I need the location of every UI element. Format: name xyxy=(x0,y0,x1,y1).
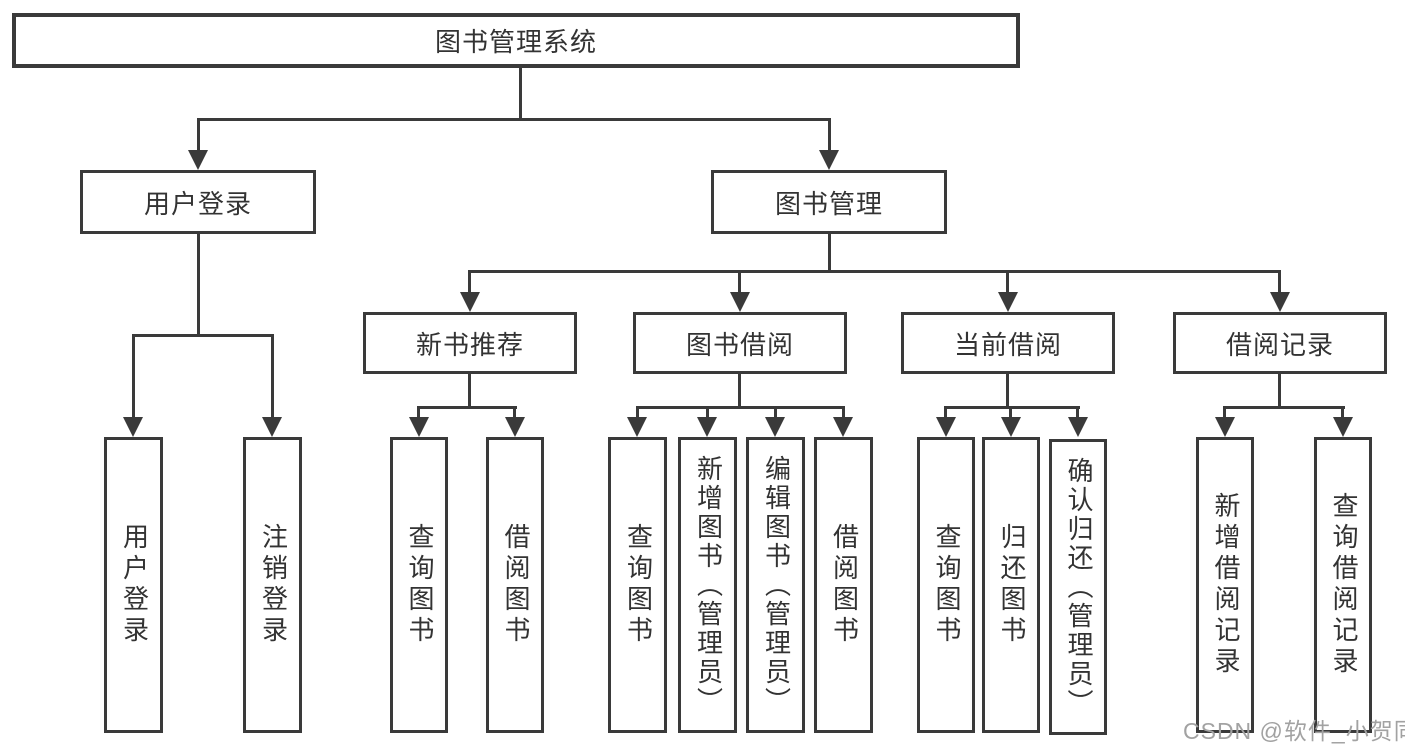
leaf-confirm-return-admin: 确认归还（管理员） xyxy=(1049,439,1107,735)
node-book-management: 图书管理 xyxy=(711,170,947,234)
leaf-label: 查询借阅记录 xyxy=(1328,492,1359,678)
connector-root-bar xyxy=(197,118,831,121)
arrowhead-down-icon xyxy=(998,292,1018,312)
leaf-label: 新增图书（管理员） xyxy=(693,454,724,716)
connector-group-bar xyxy=(417,406,517,409)
node-root-book-management-system: 图书管理系统 xyxy=(12,13,1020,68)
leaf-query-books-recommend: 查询图书 xyxy=(390,437,448,733)
node-label: 图书管理 xyxy=(774,188,883,219)
arrowhead-down-icon xyxy=(262,417,282,437)
node-label: 当前借阅 xyxy=(953,329,1062,360)
arrowhead-down-icon xyxy=(1001,417,1021,437)
arrowhead-down-icon xyxy=(188,150,208,170)
connector-group-stub xyxy=(1278,374,1281,409)
connector-user-login-bar xyxy=(132,334,274,337)
connector-to-leaf xyxy=(271,334,274,429)
node-user-login: 用户登录 xyxy=(80,170,316,234)
leaf-add-book-admin: 新增图书（管理员） xyxy=(678,437,737,733)
leaf-borrow-books-borrow: 借阅图书 xyxy=(814,437,873,733)
connector-to-leaf xyxy=(132,334,135,429)
leaf-label: 新增借阅记录 xyxy=(1210,492,1241,678)
csdn-watermark: CSDN @软件_小贺同学 xyxy=(1183,718,1405,744)
connector-book-mgmt-stub xyxy=(828,234,831,272)
arrowhead-down-icon xyxy=(1068,417,1088,437)
connector-to-book-borrow xyxy=(738,270,741,302)
leaf-edit-book-admin: 编辑图书（管理员） xyxy=(746,437,805,733)
node-label: 图书管理系统 xyxy=(434,27,597,57)
node-label: 图书借阅 xyxy=(685,329,794,360)
connector-group-bar xyxy=(636,406,845,409)
leaf-query-books-current: 查询图书 xyxy=(917,437,975,733)
node-new-book-recommend: 新书推荐 xyxy=(363,312,577,374)
arrowhead-down-icon xyxy=(936,417,956,437)
connector-group-stub xyxy=(738,374,741,409)
node-current-borrow: 当前借阅 xyxy=(901,312,1115,374)
connector-to-new-book xyxy=(468,270,471,302)
arrowhead-down-icon xyxy=(1333,417,1353,437)
arrowhead-down-icon xyxy=(505,417,525,437)
leaf-label: 查询图书 xyxy=(623,523,654,647)
leaf-user-login: 用户登录 xyxy=(104,437,163,733)
connector-to-book-management xyxy=(828,118,831,162)
connector-root-stub xyxy=(519,66,522,120)
node-label: 借阅记录 xyxy=(1225,329,1334,360)
leaf-label: 编辑图书（管理员） xyxy=(761,454,792,716)
leaf-label: 确认归还（管理员） xyxy=(1063,456,1094,718)
node-label: 用户登录 xyxy=(143,188,252,219)
leaf-label: 查询图书 xyxy=(931,523,962,647)
leaf-borrow-books-recommend: 借阅图书 xyxy=(486,437,544,733)
arrowhead-down-icon xyxy=(1270,292,1290,312)
leaf-logout: 注销登录 xyxy=(243,437,302,733)
arrowhead-down-icon xyxy=(409,417,429,437)
leaf-label: 注销登录 xyxy=(258,523,289,647)
connector-book-mgmt-bar xyxy=(468,270,1281,273)
connector-to-user-login xyxy=(197,118,200,162)
connector-group-bar xyxy=(1223,406,1345,409)
connector-user-login-stub xyxy=(197,234,200,337)
leaf-label: 归还图书 xyxy=(996,523,1027,647)
arrowhead-down-icon xyxy=(833,417,853,437)
arrowhead-down-icon xyxy=(697,417,717,437)
arrowhead-down-icon xyxy=(730,292,750,312)
connector-group-stub xyxy=(1006,374,1009,409)
leaf-label: 查询图书 xyxy=(404,523,435,647)
leaf-add-borrow-record: 新增借阅记录 xyxy=(1196,437,1254,733)
node-borrow-records: 借阅记录 xyxy=(1173,312,1387,374)
connector-group-bar xyxy=(944,406,1080,409)
leaf-query-books-borrow: 查询图书 xyxy=(608,437,667,733)
leaf-label: 借阅图书 xyxy=(500,523,531,647)
arrowhead-down-icon xyxy=(1215,417,1235,437)
connector-to-borrow-records xyxy=(1278,270,1281,302)
leaf-label: 借阅图书 xyxy=(829,523,860,647)
arrowhead-down-icon xyxy=(765,417,785,437)
arrowhead-down-icon xyxy=(123,417,143,437)
arrowhead-down-icon xyxy=(627,417,647,437)
arrowhead-down-icon xyxy=(819,150,839,170)
node-label: 新书推荐 xyxy=(415,329,524,360)
leaf-return-book: 归还图书 xyxy=(982,437,1040,733)
connector-to-current-borrow xyxy=(1006,270,1009,302)
leaf-query-borrow-record: 查询借阅记录 xyxy=(1314,437,1372,733)
leaf-label: 用户登录 xyxy=(119,523,150,647)
arrowhead-down-icon xyxy=(460,292,480,312)
node-book-borrow: 图书借阅 xyxy=(633,312,847,374)
connector-group-stub xyxy=(468,374,471,409)
